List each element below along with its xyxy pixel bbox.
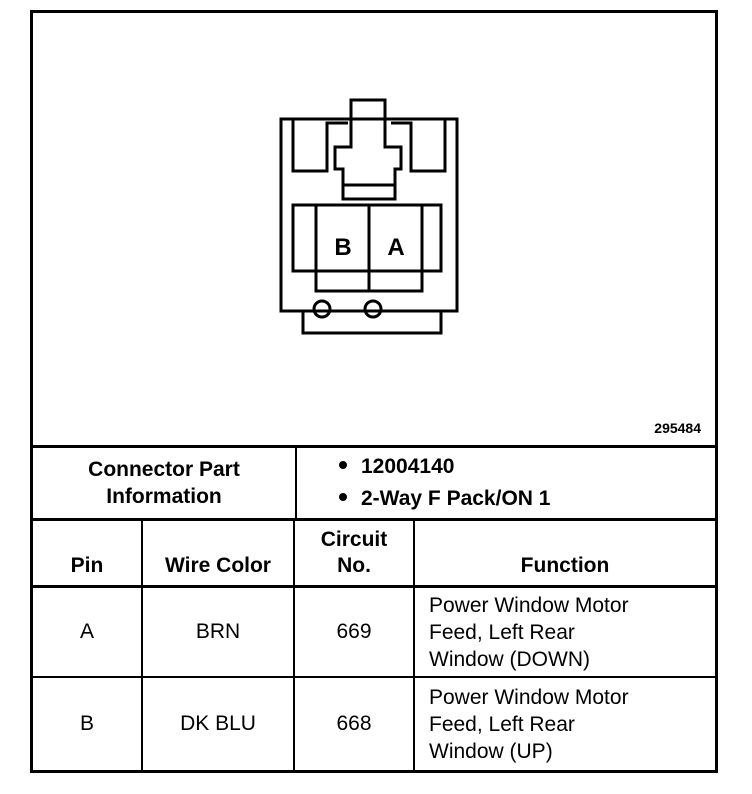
table-row-b-pin: B xyxy=(79,712,94,735)
pin-label-b: B xyxy=(334,234,351,261)
connector-figure: B A 295484 xyxy=(33,13,715,445)
connector-base xyxy=(301,309,443,335)
table-row-b-function: Power Window Motor Feed, Left Rear Windo… xyxy=(429,685,629,763)
connector-info-frame: B A 295484 Connector Part Information 12… xyxy=(30,10,718,773)
divider-col-1 xyxy=(141,521,143,770)
hole-right xyxy=(363,299,383,319)
table-row-a-function: Power Window Motor Feed, Left Rear Windo… xyxy=(429,593,629,671)
hole-left xyxy=(312,299,332,319)
table-row-b-wire-color: DK BLU xyxy=(180,712,256,735)
header-pin: Pin xyxy=(70,554,104,577)
bullet-icon xyxy=(339,493,347,502)
connector-part-number: 12004140 xyxy=(339,451,715,483)
divider-figure xyxy=(33,445,715,448)
divider-row xyxy=(33,676,715,678)
header-circuit-no: Circuit No. xyxy=(320,528,388,577)
connector-part-info-list: 12004140 2-Way F Pack/ON 1 xyxy=(297,448,715,518)
terminal-a-block xyxy=(367,203,424,293)
figure-number: 295484 xyxy=(654,420,701,436)
divider-header xyxy=(33,585,715,588)
divider-cpi xyxy=(295,448,297,518)
divider-col-2 xyxy=(293,521,295,770)
connector-drawing: B A xyxy=(279,98,459,335)
table-row-a-wire-color: BRN xyxy=(195,620,241,643)
connector-type: 2-Way F Pack/ON 1 xyxy=(339,483,715,515)
header-wire-color: Wire Color xyxy=(165,554,271,577)
divider-connector-info xyxy=(33,518,715,521)
divider-col-3 xyxy=(413,521,415,770)
table-row-b-circuit: 668 xyxy=(336,712,372,735)
header-function: Function xyxy=(520,554,610,577)
bullet-icon xyxy=(339,461,347,470)
connector-locking-tab xyxy=(333,98,403,187)
connector-label-line-1: Connector Part xyxy=(88,458,240,481)
connector-part-info-label: Connector Part Information xyxy=(33,448,295,518)
connector-label-line-2: Information xyxy=(106,485,222,508)
pin-label-a: A xyxy=(387,234,404,261)
table-row-a-circuit: 669 xyxy=(336,620,372,643)
connector-top-flange xyxy=(291,119,348,173)
table-row-a-pin: A xyxy=(79,620,94,643)
